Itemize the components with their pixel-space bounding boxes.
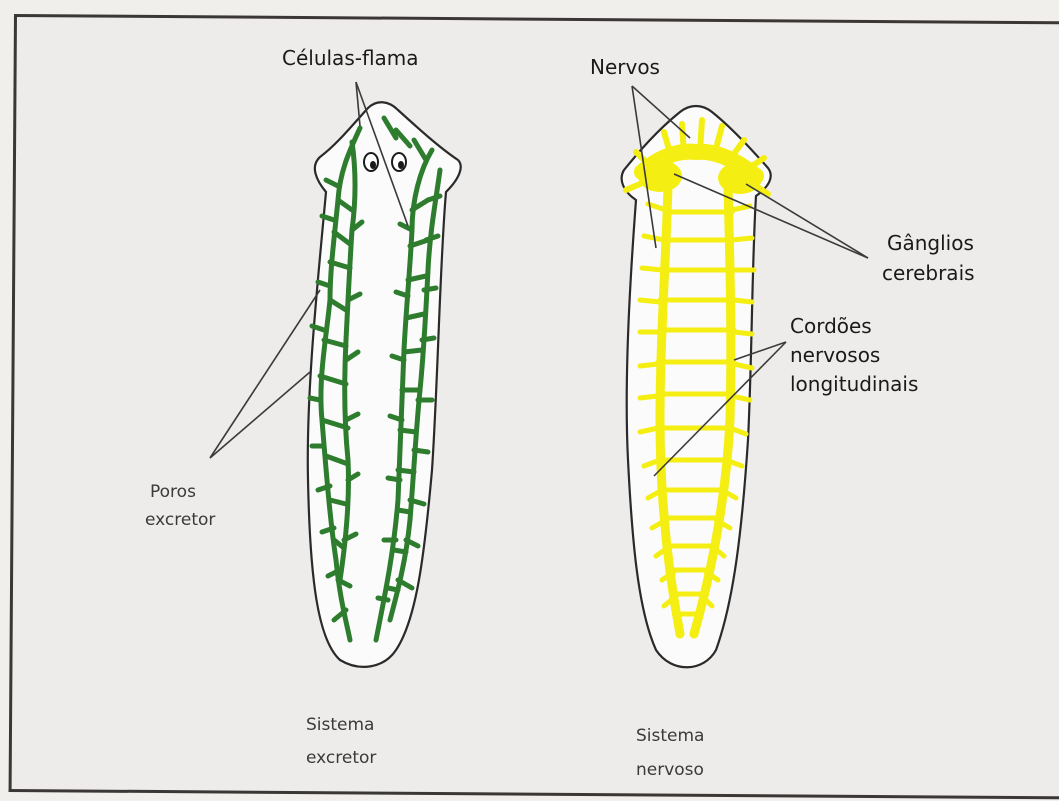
label-poros-line1: Poros <box>150 482 196 502</box>
label-nervos: Nervos <box>590 55 660 79</box>
label-sistema-nervoso-line2: nervoso <box>636 760 704 780</box>
label-cordoes-line1: Cordões <box>790 314 872 338</box>
label-celulas-flama: Células-flama <box>282 46 419 70</box>
label-ganglios-line1: Gânglios <box>887 231 974 255</box>
planarian-nervous: Nervos Gânglios cerebrais Cordões nervos… <box>590 55 975 780</box>
left-eye-icon <box>364 153 378 171</box>
label-poros-line2: excretor <box>145 510 215 530</box>
label-cordoes-line2: nervosos <box>790 343 880 367</box>
label-sistema-excretor-line1: Sistema <box>306 715 374 735</box>
label-ganglios-line2: cerebrais <box>882 261 975 285</box>
label-sistema-excretor-line2: excretor <box>306 748 376 768</box>
right-eye-icon <box>392 153 406 171</box>
label-cordoes-line3: longitudinais <box>790 372 918 396</box>
planarian-excretory: Células-flama Poros excretor Sistema exc… <box>145 46 461 768</box>
label-sistema-nervoso-line1: Sistema <box>636 726 704 746</box>
